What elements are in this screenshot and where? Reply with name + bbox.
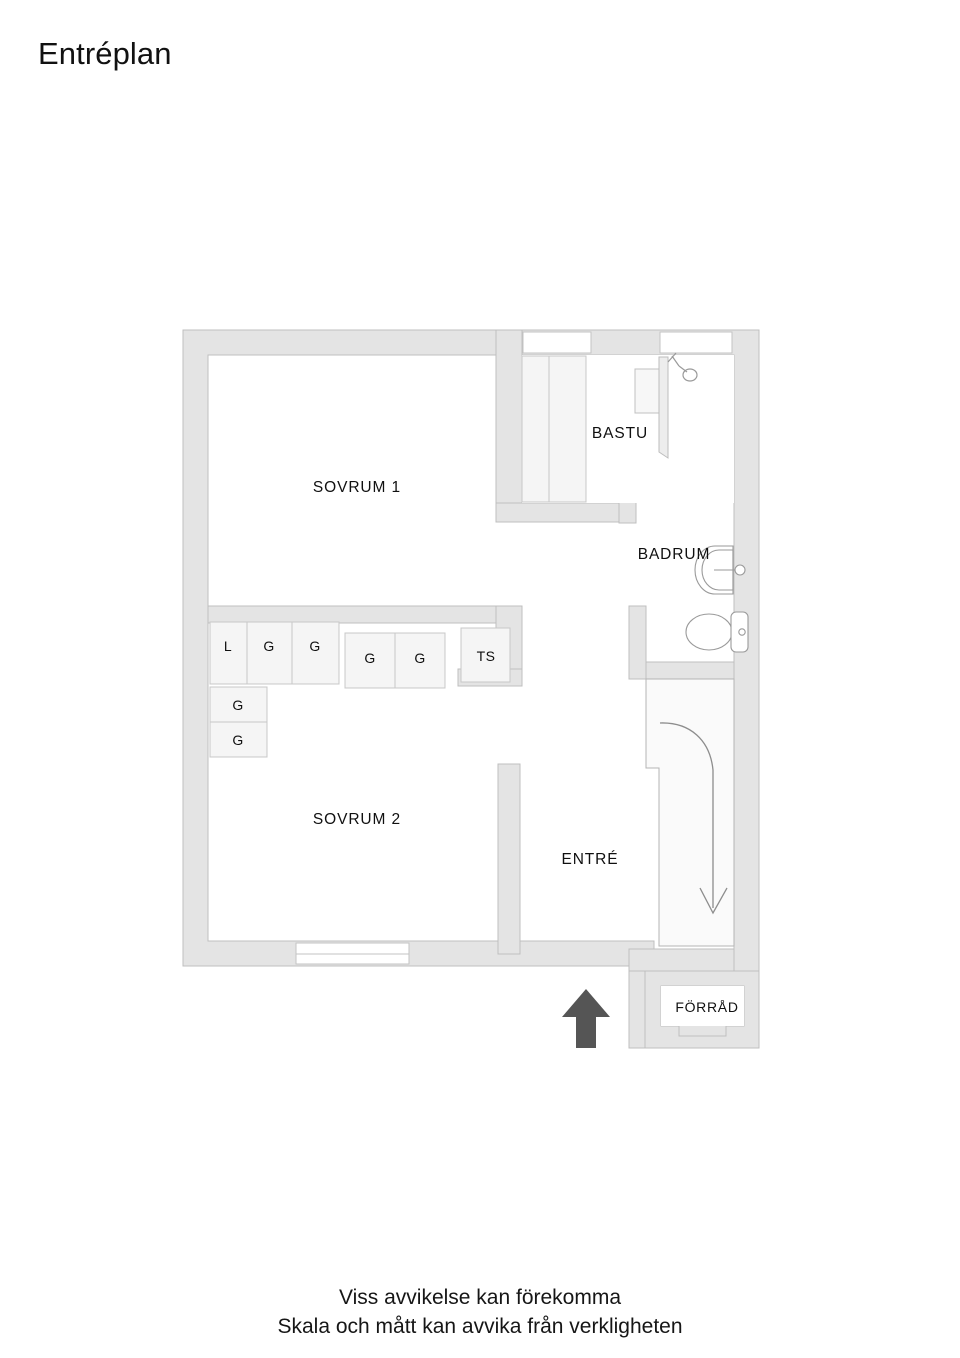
closet-group	[209, 621, 511, 758]
sauna-bench-left	[521, 355, 550, 503]
closet-label-g-4: G	[414, 650, 425, 666]
sovrum-1-room: SOVRUM 1	[313, 479, 401, 496]
interior-wall-vertical-mid	[495, 329, 523, 523]
closet-label-g-5: G	[232, 697, 243, 713]
room-label-entre: ENTRÉ	[561, 851, 618, 868]
staircase	[645, 678, 735, 947]
shower-head-icon	[667, 352, 698, 382]
footer-note: Viss avvikelse kan förekomma Skala och m…	[0, 1283, 960, 1341]
sauna-heater	[634, 368, 664, 414]
sovrum-2-room: SOVRUM 2	[313, 811, 401, 828]
closet-g-3	[344, 632, 396, 689]
bastu-door-leaf	[658, 356, 669, 459]
closet-label-g-2: G	[309, 638, 320, 654]
toilet-icon	[685, 611, 749, 653]
interior-wall-sovrum1-south	[207, 605, 504, 624]
windows	[295, 331, 733, 965]
window-top-2	[659, 331, 733, 354]
closet-g-5	[209, 686, 268, 723]
closet-label-g-1: G	[263, 638, 274, 654]
badrum-room: BADRUM	[638, 352, 749, 653]
stair-direction-arrow	[659, 722, 728, 915]
interior-wall-bastu-bottom	[495, 502, 637, 523]
room-label-sovrum-1: SOVRUM 1	[313, 479, 401, 496]
closet-label-g-3: G	[364, 650, 375, 666]
forrad-floor	[661, 986, 744, 1026]
room-label-forrad: FÖRRÅD	[675, 998, 738, 1015]
footer-line-2: Skala och mått kan avvika från verklighe…	[277, 1315, 683, 1338]
closet-l-1	[209, 621, 248, 685]
closet-label-ts: TS	[477, 648, 496, 664]
forrad-room: FÖRRÅD	[644, 970, 760, 1049]
entrance-arrow-icon	[562, 989, 610, 1048]
bastu-room: BASTU	[521, 355, 734, 503]
window-top-1	[522, 331, 592, 354]
closet-label-l-1: L	[224, 638, 232, 654]
closet-labels: L G G G G TS G G	[224, 638, 495, 748]
closet-g-6	[209, 721, 268, 758]
entre-room: ENTRÉ	[561, 678, 735, 947]
room-label-badrum: BADRUM	[638, 546, 711, 563]
entrance-arrow-shape	[562, 989, 610, 1048]
closet-g-2	[291, 621, 340, 685]
closet-g-1	[246, 621, 293, 685]
interior-wall-badrum-west	[628, 605, 647, 680]
wash-basin-icon	[694, 545, 746, 595]
closet-g-4	[394, 632, 446, 689]
closet-ts	[460, 627, 511, 683]
page-title: Entréplan	[38, 36, 172, 71]
sauna-bench-right	[548, 355, 587, 503]
room-label-sovrum-2: SOVRUM 2	[313, 811, 401, 828]
room-label-bastu: BASTU	[592, 425, 648, 442]
closet-label-g-6: G	[232, 732, 243, 748]
footer-line-1: Viss avvikelse kan förekomma	[338, 1286, 622, 1309]
interior-wall-entre-south	[628, 948, 735, 972]
interior-wall-sovrum2-east	[497, 763, 521, 955]
